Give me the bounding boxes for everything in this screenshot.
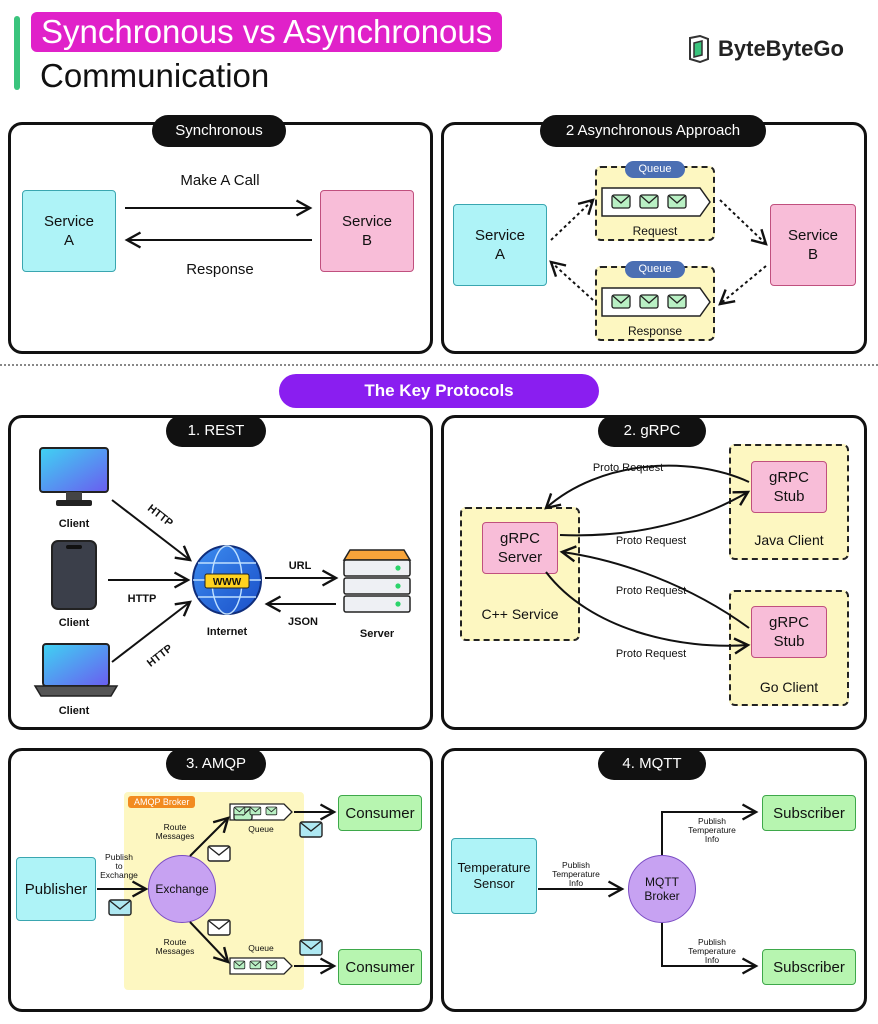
grpc-stub-go: gRPC Stub (751, 606, 827, 658)
brand-logo-icon (689, 35, 709, 63)
rest-client1-label: Client (58, 518, 90, 530)
async-queue-response-label: Queue (625, 261, 685, 278)
amqp-route2: Route Messages (155, 937, 195, 956)
amqp-publisher-label: Publisher (24, 880, 88, 898)
grpc-req4: Proto Request (615, 648, 687, 660)
amqp-exchange: Exchange (148, 855, 216, 923)
rest-label: 1. REST (166, 415, 266, 447)
amqp-route1: Route Messages (155, 822, 195, 841)
sync-service-b: Service B (320, 190, 414, 272)
amqp-consumer2: Consumer (338, 949, 422, 985)
async-queue-request-label: Queue (625, 161, 685, 178)
mqtt-publish-label: Publish Temperature Info (552, 860, 600, 888)
grpc-req1: Proto Request (592, 462, 664, 474)
grpc-req2: Proto Request (615, 535, 687, 547)
async-service-b-label: Service B (787, 227, 839, 263)
rest-client2-label: Client (58, 617, 90, 629)
rest-server-label: Server (359, 628, 395, 640)
async-service-a-label: Service A (474, 227, 526, 263)
mqtt-pub-top: Publish Temperature Info (688, 816, 736, 844)
grpc-server-label: gRPC Server (497, 530, 543, 566)
grpc-label: 2. gRPC (598, 415, 706, 447)
amqp-exchange-label: Exchange (155, 882, 209, 896)
sync-service-a: Service A (22, 190, 116, 272)
mqtt-sensor: Temperature Sensor (451, 838, 537, 914)
sync-response-label: Response (186, 261, 254, 278)
page-title-line2: Communication (40, 57, 270, 94)
grpc-stub-go-label: gRPC Stub (768, 614, 809, 650)
mqtt-broker: MQTT Broker (628, 855, 696, 923)
title-accent-bar (14, 16, 20, 90)
sync-call-label: Make A Call (180, 172, 260, 189)
rest-panel (8, 415, 433, 730)
sync-service-a-label: Service A (43, 213, 95, 249)
async-label: 2 Asynchronous Approach (540, 115, 766, 147)
mqtt-broker-label: MQTT Broker (644, 875, 680, 903)
mqtt-subscriber2-label: Subscriber (773, 958, 845, 976)
rest-json-label: JSON (288, 616, 318, 628)
section-divider (0, 364, 878, 366)
brand-name: ByteByteGo (718, 36, 844, 61)
mqtt-label: 4. MQTT (598, 748, 706, 780)
mqtt-pub-bottom: Publish Temperature Info (688, 937, 736, 965)
sync-service-b-label: Service B (341, 213, 393, 249)
async-queue-response-caption: Response (627, 324, 683, 338)
grpc-stub-java-label: gRPC Stub (768, 469, 809, 505)
rest-internet-label: Internet (206, 626, 248, 638)
rest-http2: HTTP (127, 593, 157, 605)
grpc-server: gRPC Server (482, 522, 558, 574)
amqp-consumer1-label: Consumer (345, 804, 415, 822)
rest-client3-label: Client (58, 705, 90, 717)
brand-logo: ByteByteGo (688, 34, 844, 64)
mqtt-sensor-label: Temperature Sensor (457, 860, 531, 891)
key-protocols-title: The Key Protocols (279, 374, 599, 408)
sync-label: Synchronous (152, 115, 286, 147)
grpc-go-label: Go Client (759, 679, 819, 695)
grpc-stub-java: gRPC Stub (751, 461, 827, 513)
mqtt-subscriber1: Subscriber (762, 795, 856, 831)
page-title-line1: Synchronous vs Asynchronous (31, 12, 503, 52)
async-service-a: Service A (453, 204, 547, 286)
amqp-publish-label: Publish to Exchange (100, 852, 138, 880)
amqp-consumer1: Consumer (338, 795, 422, 831)
amqp-broker-tag: AMQP Broker (128, 796, 196, 808)
amqp-queue1-label: Queue (248, 824, 274, 834)
grpc-cpp-label: C++ Service (481, 606, 559, 622)
amqp-label: 3. AMQP (166, 748, 266, 780)
async-service-b: Service B (770, 204, 856, 286)
amqp-publisher: Publisher (16, 857, 96, 921)
amqp-consumer2-label: Consumer (345, 958, 415, 976)
mqtt-subscriber1-label: Subscriber (773, 804, 845, 822)
grpc-req3: Proto Request (615, 585, 687, 597)
rest-url-label: URL (288, 560, 312, 572)
mqtt-subscriber2: Subscriber (762, 949, 856, 985)
amqp-queue2-label: Queue (248, 943, 274, 953)
grpc-java-label: Java Client (754, 532, 824, 548)
async-queue-request-caption: Request (632, 224, 678, 238)
